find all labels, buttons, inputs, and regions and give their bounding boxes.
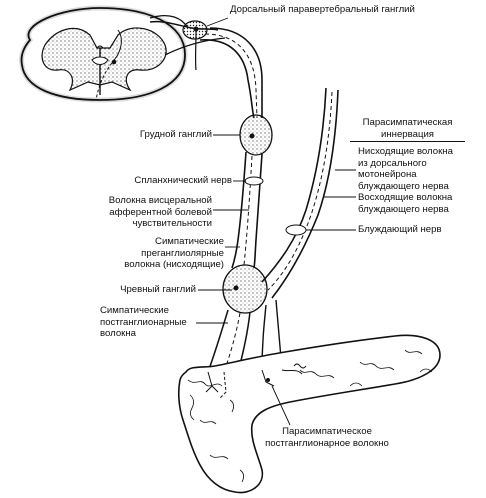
label-sympathetic-preganglionic-line2: преганглиолярные [141,247,224,259]
spinal-cord-section [19,5,189,103]
label-celiac-ganglion: Чревный ганглий [120,284,196,295]
thoracic-ganglion-shape [239,114,273,156]
label-parasympathetic-postganglionic-fiber: Парасимпатическое постганглионарное воло… [252,426,402,449]
label-visceral-afferent-line3: чувствительности [132,218,212,229]
label-splanchnic-nerve: Спланхнический нерв [134,175,232,186]
label-dorsal-paravertebral-ganglion: Дорсальный паравертебральный ганглий [230,4,415,15]
label-vagus-nerve: Блуждающий нерв [358,224,442,235]
celiac-ganglion-shape [222,264,268,314]
label-sympathetic-postganglionic-fibers: Симпатические постганглионарные волокна [100,305,187,340]
label-parasympathetic-innervation: Парасимпатическая иннервация [350,117,465,142]
label-descending-vagal-fibers: Нисходящие волокна из дорсального мотоне… [358,146,453,192]
dorsal-root-ganglion [149,20,226,71]
label-sympathetic-postganglionic-line2: постганглионарные [100,316,187,328]
label-parasympathetic-postganglionic-line1: Парасимпатическое [282,426,372,437]
leader-lines [196,17,356,426]
label-parasympathetic-innervation-line1: Парасимпатическая [362,117,453,128]
label-sympathetic-preganglionic-fibers: Симпатические преганглиолярные волокна (… [100,236,224,271]
pancreas [177,334,441,494]
label-sympathetic-postganglionic-line3: волокна [100,328,136,339]
label-descending-vagal-fibers-line3: мотонейрона [358,169,417,180]
label-parasympathetic-postganglionic-line2: постганглионарное волокно [265,437,389,449]
label-descending-vagal-fibers-line2: из дорсального [358,157,427,169]
splanchnic-nerve-marker [244,176,264,186]
label-parasympathetic-innervation-line2: иннервация [350,129,465,142]
vagus-nerve [261,87,339,371]
label-visceral-afferent-line1: Волокна висцеральной [108,195,212,206]
label-visceral-afferent-line2: афферентной болевой [109,206,212,218]
label-ascending-vagal-fibers-line1: Восходящие волокна [358,192,453,203]
label-descending-vagal-fibers-line4: блуждающего нерва [358,180,449,192]
label-thoracic-ganglion: Грудной ганглий [139,129,212,140]
label-ascending-vagal-fibers: Восходящие волокна блуждающего нерва [358,192,452,215]
label-visceral-afferent-fibers: Волокна висцеральной афферентной болевой… [90,195,212,230]
vagus-nerve-marker [285,224,307,236]
label-sympathetic-preganglionic-line3: волокна (нисходящие) [124,259,224,270]
label-ascending-vagal-fibers-line2: блуждающего нерва [358,203,449,215]
label-sympathetic-preganglionic-line1: Симпатические [155,236,224,247]
label-sympathetic-postganglionic-line1: Симпатические [100,305,169,316]
label-descending-vagal-fibers-line1: Нисходящие волокна [358,146,453,157]
